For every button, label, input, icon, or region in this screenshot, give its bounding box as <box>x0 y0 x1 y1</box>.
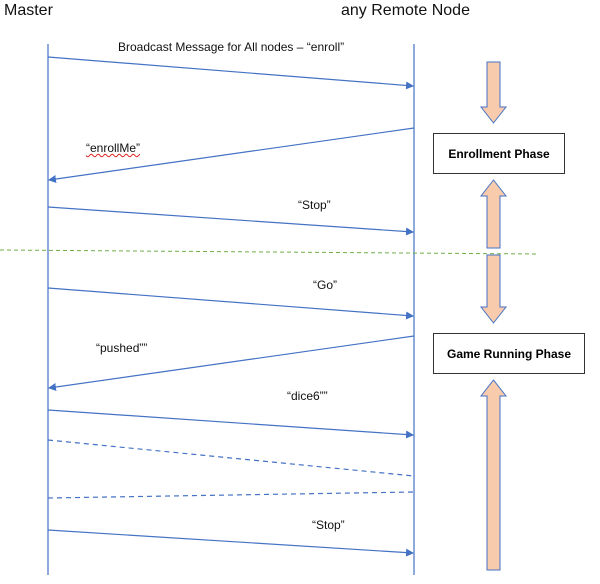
broadcast-label: Broadcast Message for All nodes – “enrol… <box>118 40 345 54</box>
game-running-phase-label: Game Running Phase <box>446 346 572 361</box>
master-header: Master <box>4 2 53 19</box>
stop-label-2: “Stop” <box>312 518 345 532</box>
enroll-me-label: “enrollMe” <box>86 141 141 155</box>
remote-header: any Remote Node <box>341 2 470 19</box>
stop-arrow-1 <box>47 206 414 236</box>
enrollment-phase-label: Enrollment Phase <box>448 146 550 161</box>
pushed-label: “pushed”” <box>96 341 148 355</box>
game-up-arrow <box>479 379 508 571</box>
pushed-arrow <box>48 335 415 391</box>
phase-divider <box>0 249 539 255</box>
dice6-arrow <box>47 409 414 439</box>
go-arrow <box>47 287 414 320</box>
enroll-me-arrow <box>48 127 415 183</box>
dice6-label: “dice6”” <box>287 389 328 403</box>
stop-label-1: “Stop” <box>298 198 331 212</box>
enrollment-phase-box: Enrollment Phase <box>433 133 565 174</box>
dashed-message-1 <box>47 439 415 477</box>
game-down-arrow <box>479 254 508 324</box>
enrollment-up-arrow <box>479 179 508 249</box>
dashed-message-2 <box>47 491 415 499</box>
stop-arrow-2 <box>47 529 414 557</box>
broadcast-arrow <box>47 56 414 90</box>
enrollment-down-arrow <box>479 61 508 124</box>
game-running-phase-box: Game Running Phase <box>433 333 585 374</box>
go-label: “Go” <box>313 278 337 292</box>
